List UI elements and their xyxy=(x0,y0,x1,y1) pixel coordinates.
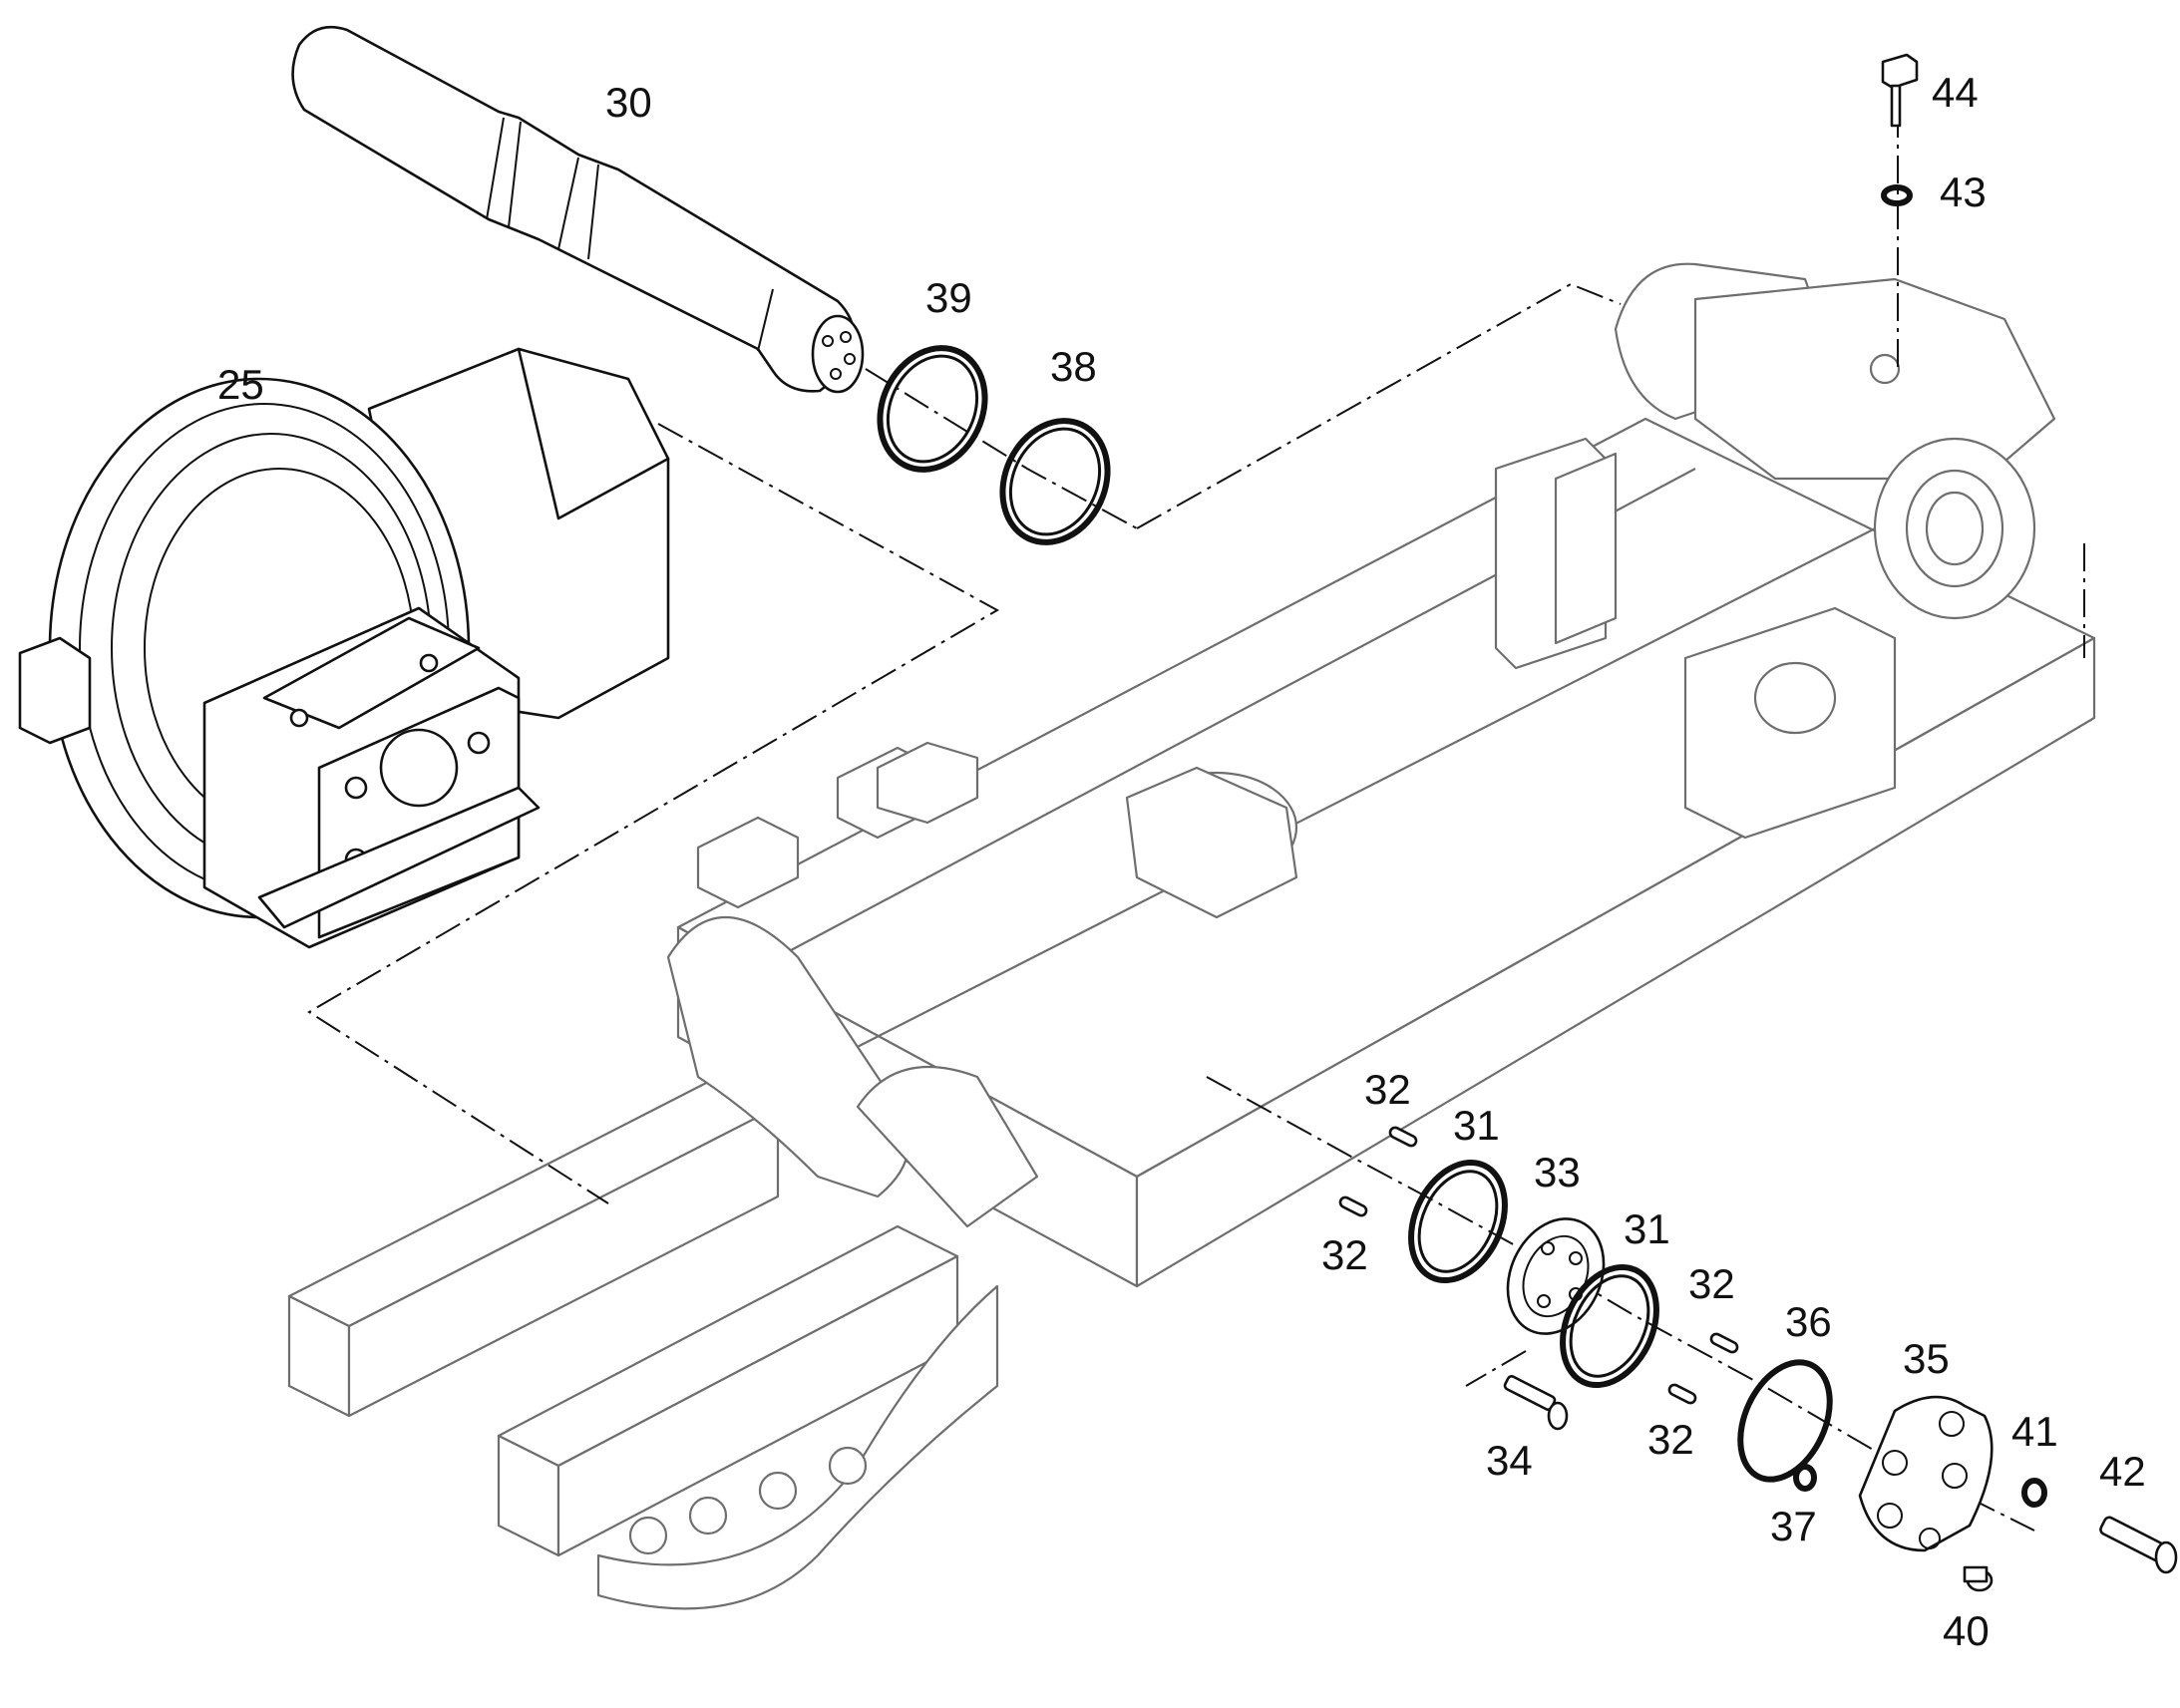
bolt-42 xyxy=(2099,1516,2178,1574)
callout-25: 25 xyxy=(217,361,264,408)
track-frame xyxy=(287,262,2096,1610)
callout-32: 32 xyxy=(1647,1416,1694,1463)
seal-ring-39 xyxy=(877,345,988,473)
plug-40 xyxy=(1963,1565,1994,1592)
washer-43 xyxy=(1881,184,1913,206)
callout-36: 36 xyxy=(1785,1298,1832,1345)
callout-31: 31 xyxy=(1624,1205,1670,1252)
callout-42: 42 xyxy=(2099,1448,2146,1495)
callout-31: 31 xyxy=(1453,1102,1500,1149)
callout-38: 38 xyxy=(1050,343,1097,390)
callout-32: 32 xyxy=(1688,1260,1735,1307)
seal-ring-38 xyxy=(999,418,1111,545)
callout-37: 37 xyxy=(1770,1503,1817,1549)
end-cover-35 xyxy=(1858,1395,1994,1552)
callout-41: 41 xyxy=(2011,1408,2058,1455)
callout-labels: 25 30 31 31 32 32 32 32 33 34 35 36 37 3… xyxy=(217,69,2146,1654)
o-ring-36 xyxy=(1737,1359,1833,1483)
callout-33: 33 xyxy=(1534,1149,1581,1196)
idler-wheel-assembly xyxy=(18,347,670,949)
callout-35: 35 xyxy=(1903,1335,1950,1382)
callout-32: 32 xyxy=(1321,1231,1368,1278)
grease-plug-44 xyxy=(1881,53,1919,128)
callout-32: 32 xyxy=(1364,1066,1411,1113)
callout-39: 39 xyxy=(925,274,972,321)
callout-40: 40 xyxy=(1943,1607,1990,1654)
callout-43: 43 xyxy=(1940,169,1987,215)
shaft xyxy=(291,25,865,394)
callout-34: 34 xyxy=(1486,1437,1533,1484)
callout-44: 44 xyxy=(1932,69,1979,116)
shim-31-front xyxy=(1408,1159,1508,1284)
bolt-34 xyxy=(1503,1375,1569,1431)
pins-32 xyxy=(1338,1126,1739,1405)
shim-31-rear xyxy=(1560,1263,1659,1389)
o-ring-41 xyxy=(2021,1478,2047,1508)
o-ring-37 xyxy=(1793,1464,1817,1492)
callout-30: 30 xyxy=(605,79,652,126)
